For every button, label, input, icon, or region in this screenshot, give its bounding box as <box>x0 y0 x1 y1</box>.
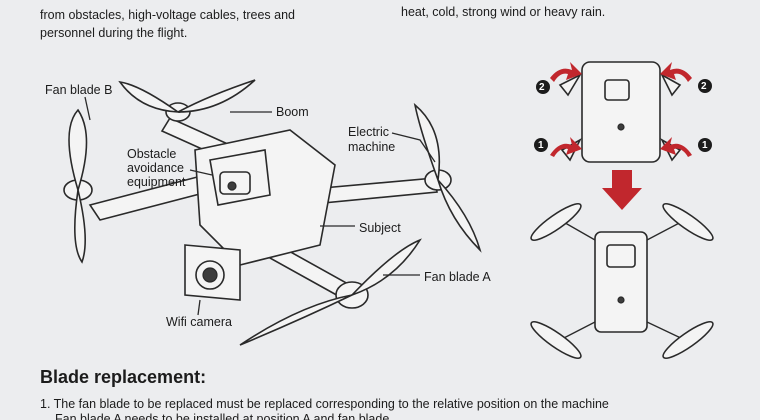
unfolded-prop-tr <box>662 203 714 241</box>
step-number-1-left: 1 <box>538 140 544 151</box>
label-fan-blade-a: Fan blade A <box>424 270 491 284</box>
blade-rear-right-2 <box>437 179 482 253</box>
leader-wifi-camera <box>197 299 201 316</box>
fold-arrow-2-left-icon <box>550 62 582 82</box>
unfolded-drone-module <box>606 244 636 268</box>
unfolded-prop-br <box>662 321 714 359</box>
blade-a-front-right-1 <box>351 238 422 296</box>
label-obstacle-2: avoidance <box>127 161 184 175</box>
label-boom: Boom <box>276 105 309 119</box>
camera-lens <box>202 267 218 283</box>
step-number-2-left: 2 <box>539 82 545 93</box>
blade-a-front-right-2 <box>239 294 353 346</box>
blade-b-rear-left-2 <box>74 189 86 264</box>
label-wifi-camera: Wifi camera <box>166 315 232 329</box>
step-number-1-right: 1 <box>702 140 708 151</box>
leader-obstacle <box>189 169 213 176</box>
unfolded-prop-tl <box>530 203 582 241</box>
step-1-text: 1. The fan blade to be replaced must be … <box>40 397 609 411</box>
fold-arrow-1-left-icon <box>550 137 582 157</box>
blade-b-rear-left-1 <box>68 108 88 193</box>
unfolded-drone-dot <box>617 296 625 304</box>
folded-arm-1 <box>558 73 583 97</box>
label-obstacle-3: equipment <box>127 175 186 189</box>
top-left-line-1: from obstacles, high-voltage cables, tre… <box>40 8 295 22</box>
top-left-line-2: personnel during the flight. <box>40 26 188 40</box>
leader-fan-blade-b <box>84 96 91 121</box>
unfolded-prop-bl <box>530 321 582 359</box>
leader-electric-machine <box>391 132 436 163</box>
folded-drone-dot <box>617 123 625 131</box>
fold-arrow-2-right-icon <box>660 62 692 82</box>
folded-drone-module <box>604 79 630 101</box>
step-circle-2-left <box>536 80 550 94</box>
label-subject: Subject <box>359 221 401 235</box>
label-obstacle-1: Obstacle <box>127 147 177 161</box>
folded-drone-body <box>581 61 661 163</box>
blade-rear-right-1 <box>413 102 441 181</box>
folded-arm-2 <box>660 73 682 97</box>
step-circle-2-right <box>698 79 712 93</box>
step-1-continued: Fan blade A needs to be installed at pos… <box>55 412 390 420</box>
top-right-line: heat, cold, strong wind or heavy rain. <box>401 5 606 19</box>
fold-arrow-1-right-icon <box>660 137 692 157</box>
obstacle-lens <box>227 181 237 191</box>
step-circle-1-left <box>534 138 548 152</box>
step-circle-1-right <box>698 138 712 152</box>
label-fan-blade-b: Fan blade B <box>45 83 113 97</box>
label-electric-1: Electric <box>348 125 389 139</box>
label-electric-2: machine <box>348 140 396 154</box>
unfold-down-arrow-icon <box>602 170 642 210</box>
section-title: Blade replacement: <box>40 367 207 387</box>
blade-front-left-1 <box>118 80 181 113</box>
blade-front-left-2 <box>177 79 256 113</box>
step-number-2-right: 2 <box>701 81 707 92</box>
unfolded-arms <box>559 219 686 341</box>
